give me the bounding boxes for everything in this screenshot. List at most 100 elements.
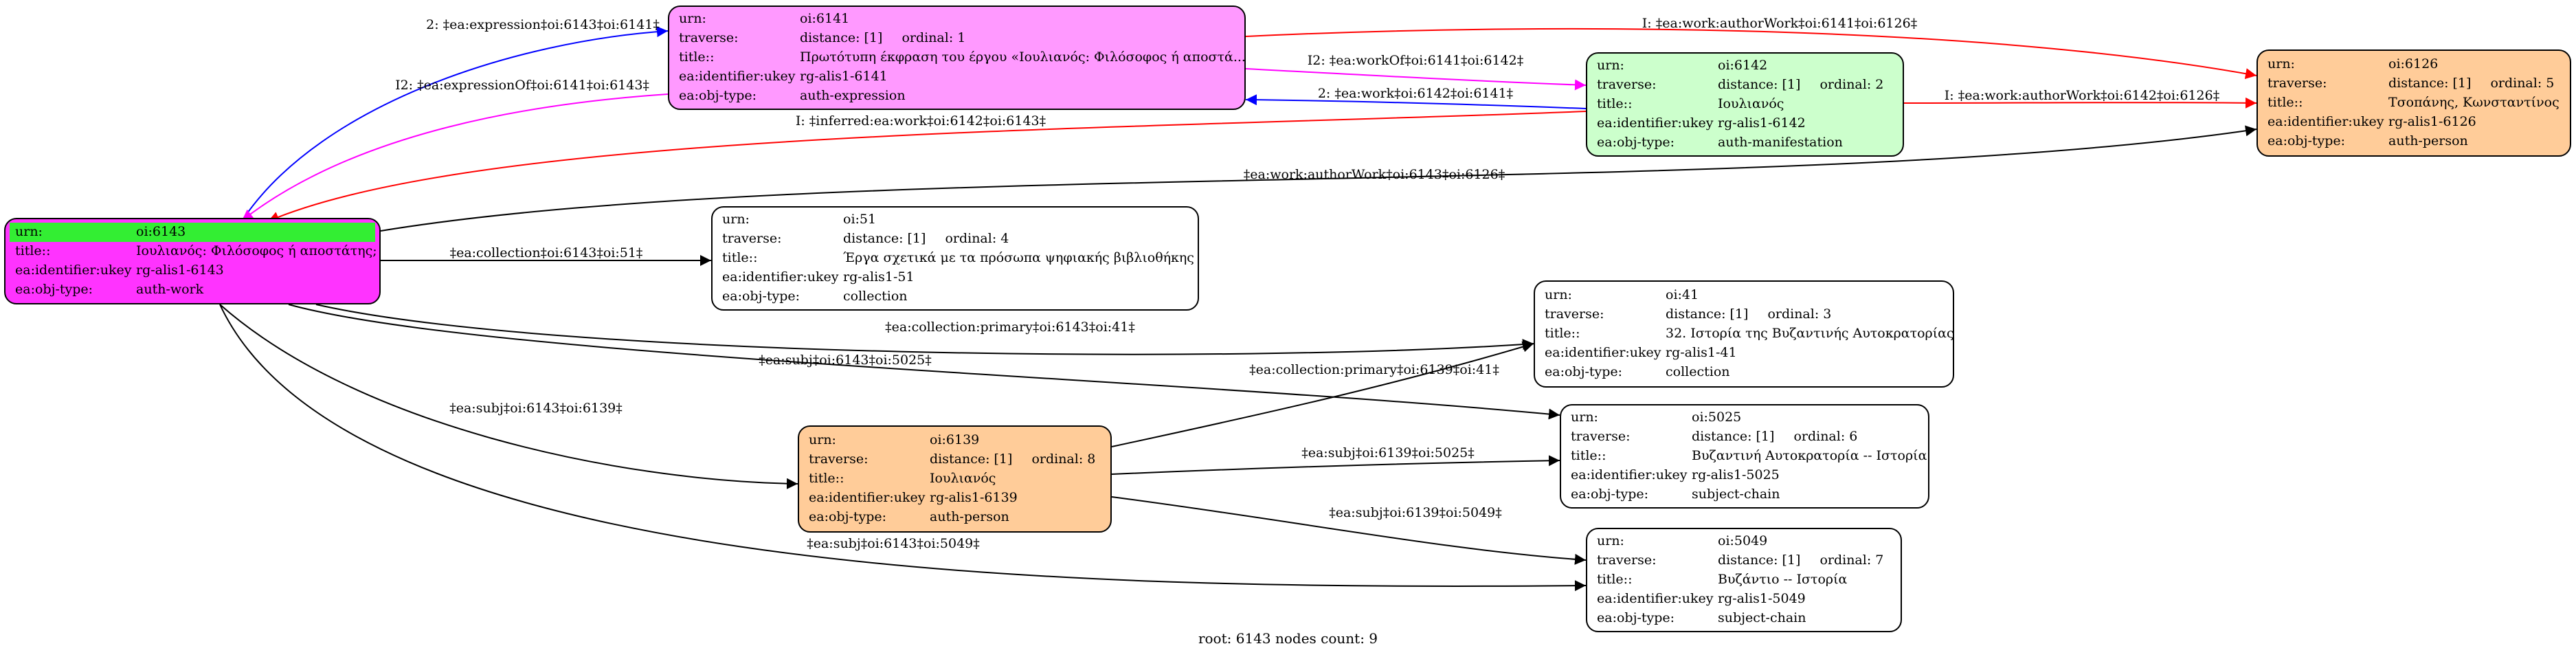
node-row: title::Πρωτότυπη έκφραση του έργου «Ιουλ…	[669, 48, 1246, 67]
row-key: ea:identifier:ukey	[2267, 114, 2384, 129]
row-value: distance: [1]ordinal: 7	[1718, 553, 1883, 568]
edge-line	[288, 304, 1560, 420]
edge-label: I: ‡ea:work:authorWork‡oi:6141‡oi:6126‡	[1642, 16, 1917, 31]
edge-e2: I2: ‡ea:expressionOf‡oi:6141‡oi:6143‡	[241, 78, 669, 221]
row-value: oi:5049	[1718, 533, 1767, 548]
node-row: urn:oi:6141	[669, 10, 1240, 29]
edge-line	[219, 304, 798, 489]
row-value: rg-alis1-5025	[1692, 467, 1780, 482]
edge-label: ‡ea:subj‡oi:6143‡oi:6139‡	[449, 401, 623, 416]
row-value-text: rg-alis1-6141	[800, 69, 888, 84]
row-key: ea:obj-type:	[722, 289, 800, 304]
row-ordinal: ordinal: 6	[1793, 429, 1858, 444]
graph-footer: root: 6143 nodes count: 9	[1198, 630, 1378, 647]
row-ordinal: ordinal: 7	[1819, 553, 1884, 568]
row-value-text: auth-manifestation	[1718, 135, 1843, 150]
row-value-text: rg-alis1-5025	[1692, 467, 1780, 482]
row-value: subject-chain	[1692, 487, 1780, 502]
edge-e11: ‡ea:subj‡oi:6143‡oi:5025‡	[288, 304, 1560, 420]
row-key: ea:identifier:ukey	[15, 263, 132, 278]
edge-line	[243, 26, 669, 219]
edge-label: 2: ‡ea:expression‡oi:6143‡oi:6141‡	[426, 17, 660, 32]
row-ordinal: ordinal: 1	[901, 30, 966, 45]
edge-line	[1111, 496, 1587, 565]
row-value-text: distance: [1]	[800, 30, 883, 45]
node-row: traverse:distance: [1]ordinal: 3	[1535, 305, 1949, 324]
row-value: Ιουλιανός: Φιλόσοφος ή αποστάτης;	[136, 243, 377, 258]
row-ordinal: ordinal: 5	[2490, 76, 2555, 91]
node-row: ea:obj-type:auth-work	[5, 280, 375, 300]
edge-label: ‡ea:work:authorWork‡oi:6143‡oi:6126‡	[1244, 167, 1505, 182]
edge-label: I: ‡ea:work:authorWork‡oi:6142‡oi:6126‡	[1945, 88, 2219, 103]
row-value-text: collection	[843, 289, 908, 304]
row-value-text: rg-alis1-6126	[2388, 114, 2476, 129]
node-5049[interactable]: urn: oi:5049 traverse:distance: [1]ordinal…	[1586, 528, 1902, 632]
row-value: Βυζάντιο -- Ιστορία	[1718, 572, 1847, 587]
node-row: urn: oi:6139	[799, 431, 1106, 450]
row-value: rg-alis1-41	[1666, 345, 1737, 360]
node-row: urn:oi:51	[713, 210, 1194, 230]
edge-line	[380, 125, 2257, 232]
row-value: auth-person	[930, 509, 1009, 524]
row-value-text: oi:6139	[930, 432, 980, 447]
edge-label: ‡ea:subj‡oi:6139‡oi:5025‡	[1301, 445, 1475, 460]
row-key: traverse:	[809, 452, 869, 467]
row-key: title::	[1571, 448, 1606, 463]
edge-line	[219, 304, 1587, 592]
row-key: ea:obj-type:	[1597, 610, 1675, 625]
row-key: urn:	[809, 432, 836, 447]
row-key: ea:identifier:ukey	[1545, 345, 1661, 360]
edge-label: ‡ea:collection:primary‡oi:6143‡oi:41‡	[885, 320, 1135, 335]
row-value: Ιουλιανός	[1718, 96, 1784, 111]
node-row: title::Ιουλιανός	[1587, 95, 1899, 114]
node-row: traverse:distance: [1]ordinal: 4	[713, 230, 1194, 249]
node-row: ea:obj-type: collection	[713, 287, 1194, 307]
row-key: urn:	[1545, 287, 1572, 302]
edge-label: ‡ea:collection:primary‡oi:6139‡oi:41‡	[1249, 362, 1499, 377]
node-row: traverse:distance: [1]ordinal: 6	[1561, 427, 1924, 447]
edge-e14: ‡ea:subj‡oi:6139‡oi:5025‡	[1111, 445, 1560, 475]
row-value: auth-manifestation	[1718, 135, 1843, 150]
row-value-text: subject-chain	[1692, 487, 1780, 502]
row-value-text: distance: [1]	[2388, 76, 2472, 91]
row-value-text: distance: [1]	[1666, 307, 1749, 322]
edge-line	[1245, 68, 1587, 91]
node-row: traverse:distance: [1]ordinal: 7	[1587, 551, 1896, 570]
row-value: Τσοπάνης, Κωνσταντίνος	[2388, 95, 2560, 110]
row-value: rg-alis1-6141	[800, 69, 888, 84]
row-key: ea:obj-type:	[1597, 135, 1675, 150]
row-key: urn:	[1597, 533, 1624, 548]
node-row: title::Βυζάντιο -- Ιστορία	[1587, 570, 1896, 590]
row-value-text: oi:6142	[1718, 58, 1768, 73]
row-value: Πρωτότυπη έκφραση του έργου «Ιουλιανός: …	[800, 49, 1246, 65]
row-value: Ιουλιανός	[930, 471, 996, 486]
row-value: rg-alis1-6142	[1718, 115, 1806, 131]
row-key: title::	[722, 250, 758, 265]
row-value: rg-alis1-6139	[930, 490, 1018, 505]
row-key: ea:identifier:ukey	[1597, 591, 1714, 606]
row-value-text: Ιουλιανός: Φιλόσοφος ή αποστάτης;	[136, 243, 377, 258]
edge-e12: ‡ea:subj‡oi:6143‡oi:6139‡	[219, 304, 798, 489]
row-value: oi:6141	[800, 11, 849, 26]
edge-label: I2: ‡ea:expressionOf‡oi:6141‡oi:6143‡	[395, 78, 649, 93]
row-key: ea:obj-type:	[1545, 364, 1623, 379]
node-row: ea:obj-type:auth-person	[2258, 132, 2566, 151]
row-value-text: auth-work	[136, 282, 204, 297]
row-value: subject-chain	[1718, 610, 1806, 625]
row-key: ea:identifier:ukey	[679, 69, 796, 84]
edge-e5: 2: ‡ea:work‡oi:6142‡oi:6141‡	[1245, 86, 1587, 109]
edge-label: ‡ea:subj‡oi:6143‡oi:5025‡	[759, 353, 932, 368]
row-value-text: oi:5049	[1718, 533, 1768, 548]
node-row: traverse:distance: [1]ordinal: 2	[1587, 76, 1899, 95]
row-value: auth-expression	[800, 88, 906, 103]
